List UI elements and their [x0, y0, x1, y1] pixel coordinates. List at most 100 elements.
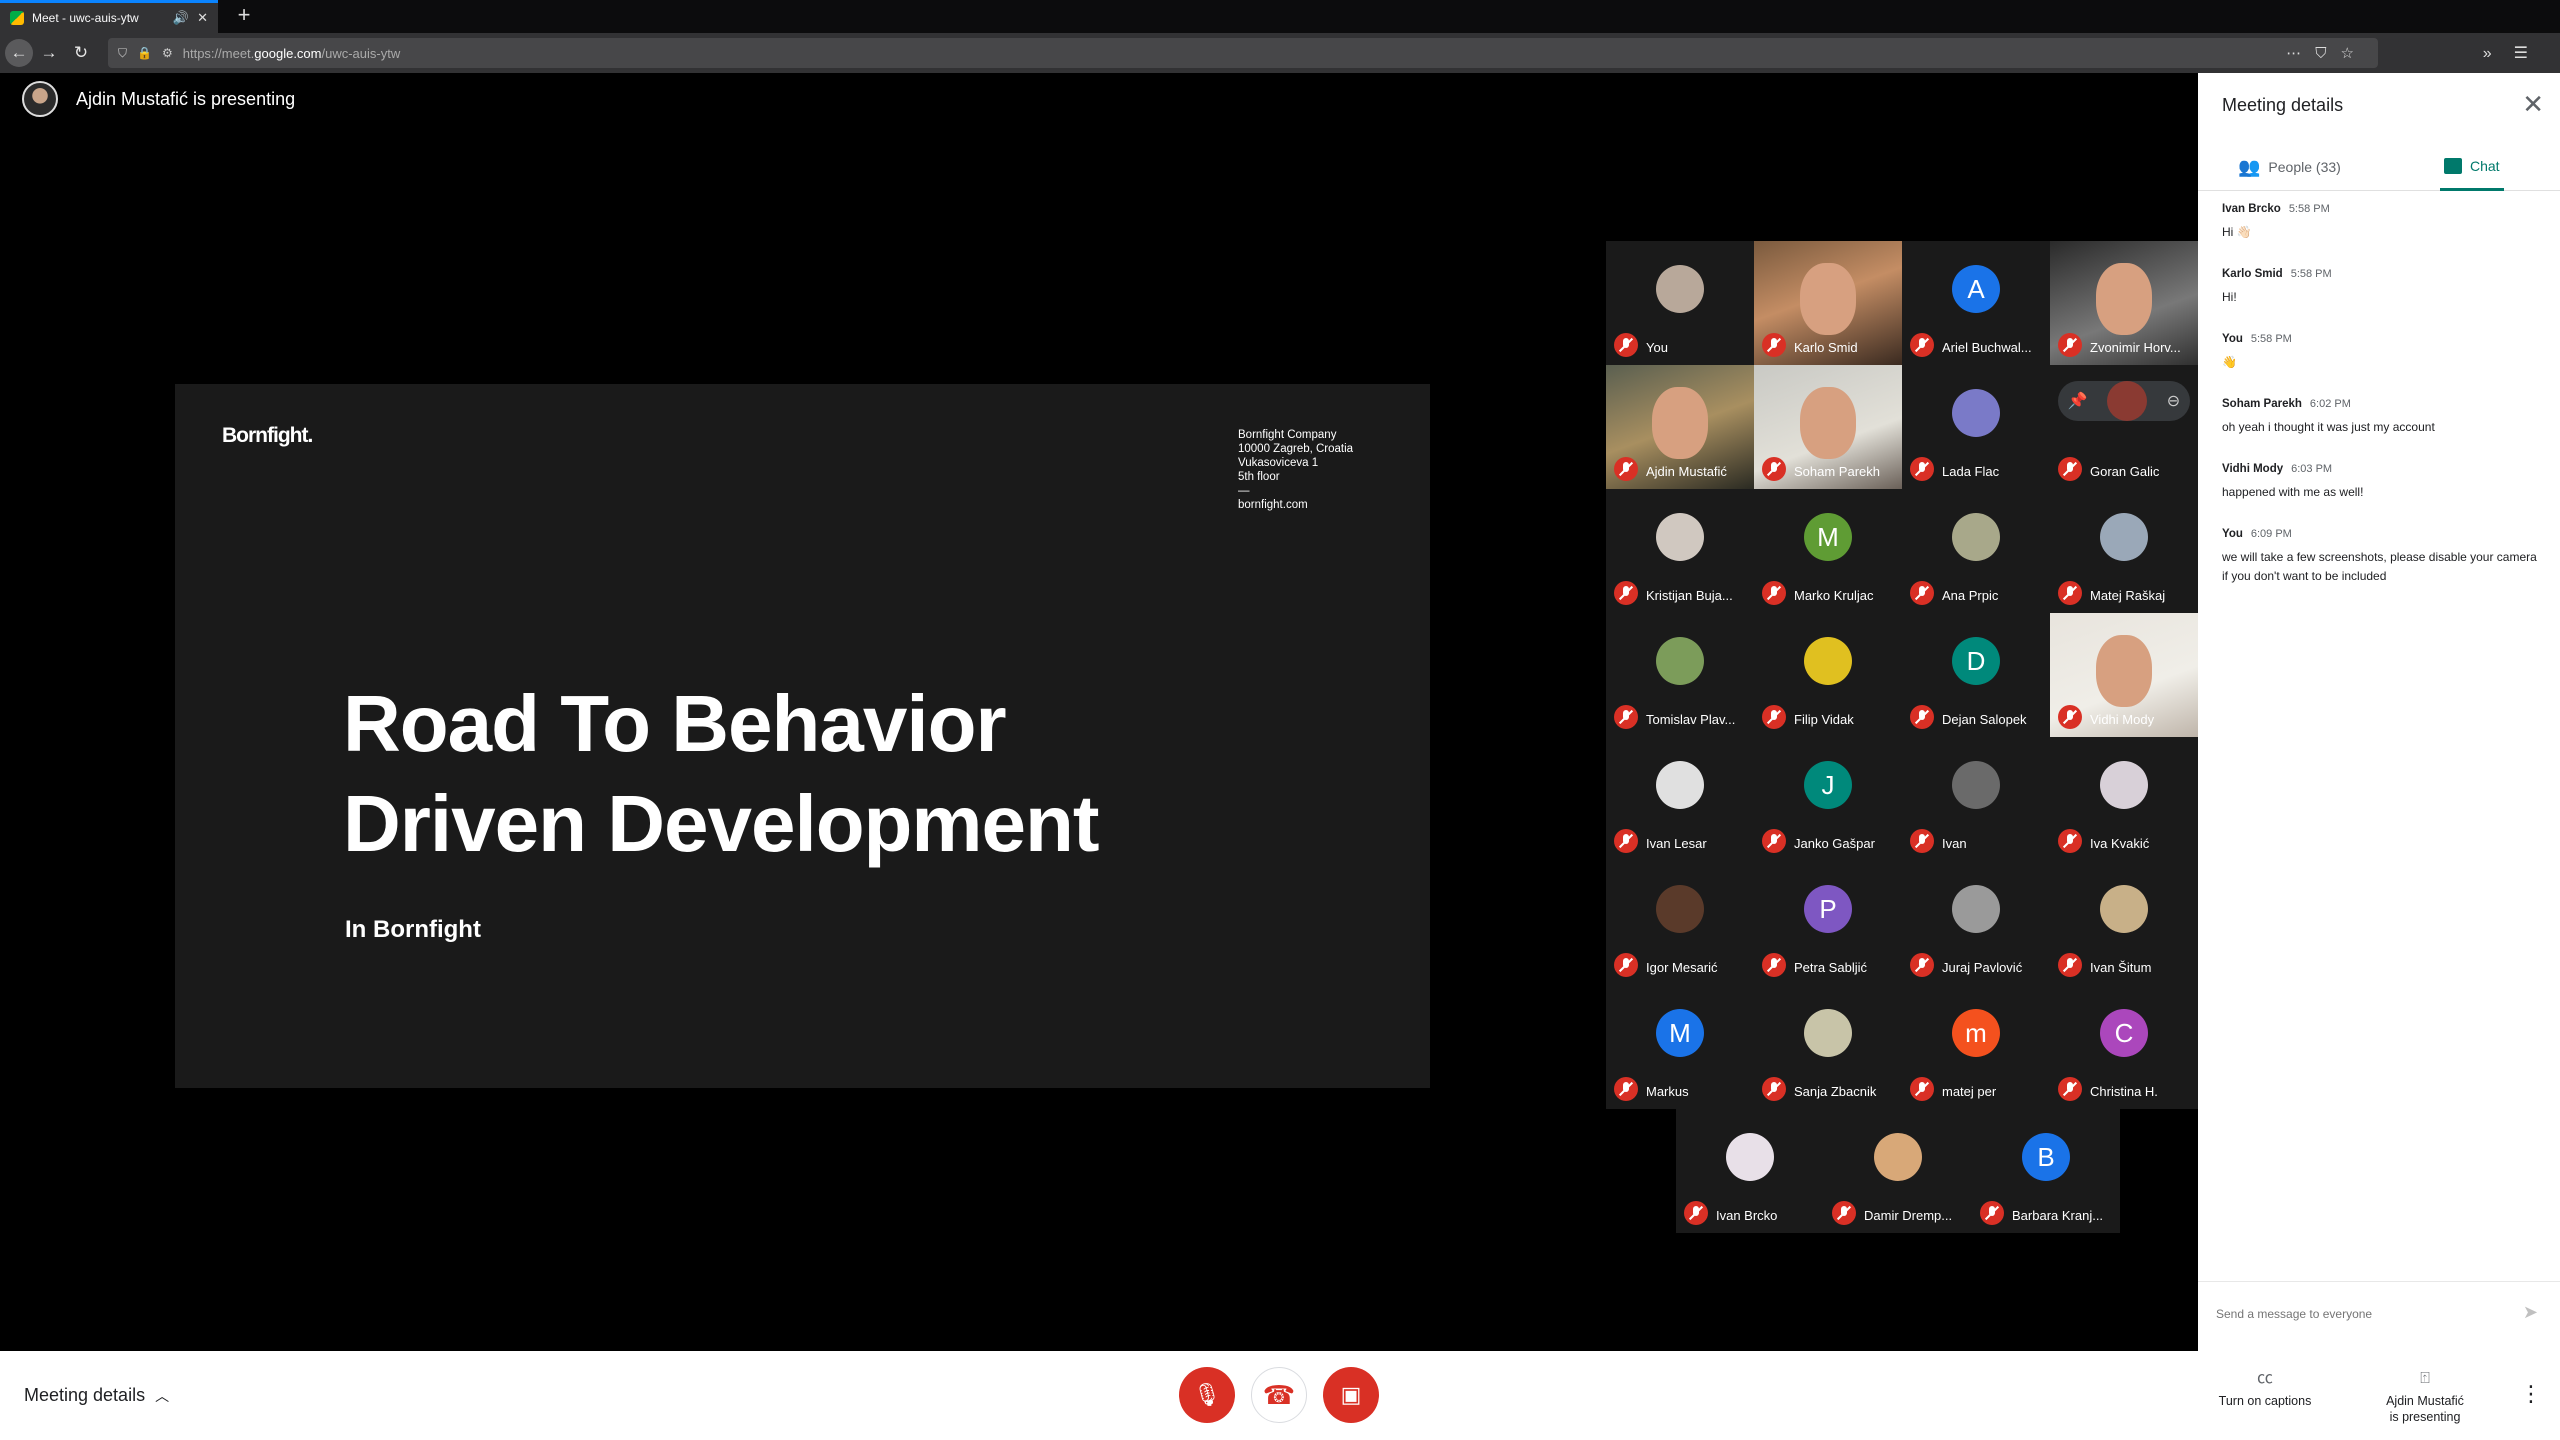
message-time: 6:09 PM: [2250, 528, 2292, 540]
participant-tile[interactable]: Ajdin Mustafić: [1606, 365, 1754, 489]
participant-tile[interactable]: Zvonimir Horv...: [2050, 241, 2198, 365]
close-tab-icon[interactable]: ✕: [197, 10, 208, 25]
muted-mic-icon: [1910, 581, 1934, 605]
participant-name: You: [1646, 340, 1668, 355]
leave-call-button[interactable]: ☎: [1251, 1367, 1307, 1423]
participant-avatar: [2100, 513, 2148, 561]
muted-mic-icon: [1910, 457, 1934, 481]
message-input[interactable]: [2216, 1302, 2496, 1326]
muted-mic-icon: [1684, 1201, 1708, 1225]
participant-tile[interactable]: Soham Parekh: [1754, 365, 1902, 489]
participant-tile[interactable]: Filip Vidak: [1754, 613, 1902, 737]
camera-toggle-button[interactable]: ▣: [1323, 1367, 1379, 1423]
forward-button[interactable]: →: [40, 43, 58, 62]
participant-name: Zvonimir Horv...: [2090, 340, 2181, 355]
participant-name: Ivan Šitum: [2090, 960, 2152, 975]
participant-tile[interactable]: Ivan Šitum: [2050, 861, 2198, 985]
participant-name: Juraj Pavlović: [1942, 960, 2023, 975]
presenting-button[interactable]: ⍐ Ajdin Mustafić is presenting: [2370, 1371, 2480, 1425]
participant-avatar: D: [1952, 637, 2000, 685]
send-icon[interactable]: ➤: [2522, 1302, 2538, 1322]
muted-mic-icon: [1762, 581, 1786, 605]
tab-chat[interactable]: Chat: [2440, 143, 2504, 191]
participant-tile[interactable]: Kristijan Buja...: [1606, 489, 1754, 613]
slide-canvas: Bornfight. Bornfight Company 10000 Zagre…: [175, 384, 1430, 1088]
participant-avatar: [1726, 1133, 1774, 1181]
participant-name: Ajdin Mustafić: [1646, 464, 1727, 479]
back-button[interactable]: ←: [5, 39, 33, 67]
participant-video: [1652, 387, 1708, 459]
call-controls-bar: Meeting details ︿ 🎙 ☎ ▣ ㏄ Turn on caption…: [0, 1351, 2560, 1440]
participant-video: [1800, 263, 1856, 335]
participant-tile[interactable]: Iva Kvakić: [2050, 737, 2198, 861]
browser-nav-bar: ← → ↻ ⛉ 🔒 ⚙ https://meet.google.com/uwc-…: [0, 33, 2560, 73]
message-text: 👋: [2222, 355, 2237, 369]
close-icon[interactable]: ✕: [2522, 89, 2544, 119]
participant-tile[interactable]: Juraj Pavlović: [1902, 861, 2050, 985]
reload-button[interactable]: ↻: [73, 43, 89, 62]
muted-mic-icon: [1980, 1201, 2004, 1225]
mute-participant-button[interactable]: [2107, 381, 2148, 421]
participant-video: [1800, 387, 1856, 459]
lock-icon[interactable]: 🔒: [137, 46, 152, 60]
url-bar[interactable]: ⛉ 🔒 ⚙ https://meet.google.com/uwc-auis-y…: [108, 38, 2378, 68]
permissions-icon[interactable]: ⚙: [161, 46, 173, 60]
muted-mic-icon: [1614, 705, 1638, 729]
camera-off-icon: ▣: [1340, 1382, 1362, 1407]
captions-button[interactable]: ㏄ Turn on captions: [2200, 1371, 2330, 1409]
toolbar-menu-icons[interactable]: »☰: [2482, 45, 2550, 62]
chevron-up-icon: ︿: [155, 1388, 170, 1404]
participant-name: Igor Mesarić: [1646, 960, 1718, 975]
participant-avatar: [1656, 637, 1704, 685]
participant-name: Damir Dremp...: [1864, 1208, 1953, 1223]
meeting-details-label: Meeting details: [24, 1385, 146, 1405]
participant-tile[interactable]: J Janko Gašpar: [1754, 737, 1902, 861]
speaker-icon[interactable]: 🔊: [172, 10, 190, 25]
microphone-toggle-button[interactable]: 🎙: [1179, 1367, 1235, 1423]
participant-name: Janko Gašpar: [1794, 836, 1875, 851]
participant-avatar: [1874, 1133, 1922, 1181]
tab-people[interactable]: 👥 People (33): [2238, 143, 2341, 191]
participant-tile[interactable]: You: [1606, 241, 1754, 365]
participant-tile[interactable]: Igor Mesarić: [1606, 861, 1754, 985]
tile-hover-controls[interactable]: 📌⊖: [2058, 381, 2190, 421]
muted-mic-icon: [1762, 457, 1786, 481]
participant-tile[interactable]: Lada Flac: [1902, 365, 2050, 489]
participant-tile[interactable]: Ivan: [1902, 737, 2050, 861]
participant-tile[interactable]: 📌⊖Goran Galic: [2050, 365, 2198, 489]
shield-icon[interactable]: ⛉: [118, 45, 128, 60]
company-address: Bornfight Company 10000 Zagreb, Croatia …: [1238, 429, 1354, 511]
participant-tile[interactable]: Tomislav Plav...: [1606, 613, 1754, 737]
phone-hangup-icon: ☎: [1262, 1379, 1296, 1410]
participant-tile[interactable]: Karlo Smid: [1754, 241, 1902, 365]
remove-icon[interactable]: ⊖: [2166, 393, 2181, 410]
presenter-avatar: [22, 81, 58, 117]
participant-tile[interactable]: Matej Raškaj: [2050, 489, 2198, 613]
participant-tile[interactable]: Ana Prpic: [1902, 489, 2050, 613]
meeting-details-button[interactable]: Meeting details ︿: [24, 1385, 169, 1406]
participant-name: Petra Sabljić: [1794, 960, 1867, 975]
more-options-icon[interactable]: ⋮: [2520, 1381, 2542, 1406]
participant-name: Goran Galic: [2090, 464, 2160, 479]
participant-tile[interactable]: Damir Dremp...: [1824, 1109, 1972, 1233]
participant-avatar: J: [1804, 761, 1852, 809]
participant-tile[interactable]: Vidhi Mody: [2050, 613, 2198, 737]
participant-tile[interactable]: Ivan Lesar: [1606, 737, 1754, 861]
new-tab-button[interactable]: +: [237, 2, 251, 27]
participant-tile[interactable]: Ivan Brcko: [1676, 1109, 1824, 1233]
url-actions[interactable]: ⋯⛉☆: [2286, 45, 2368, 62]
participant-avatar: [1952, 761, 2000, 809]
participant-tile[interactable]: Sanja Zbacnik: [1754, 985, 1902, 1109]
pin-icon[interactable]: 📌: [2067, 393, 2088, 410]
browser-tab[interactable]: Meet - uwc-auis-ytw 🔊 ✕: [0, 0, 218, 33]
